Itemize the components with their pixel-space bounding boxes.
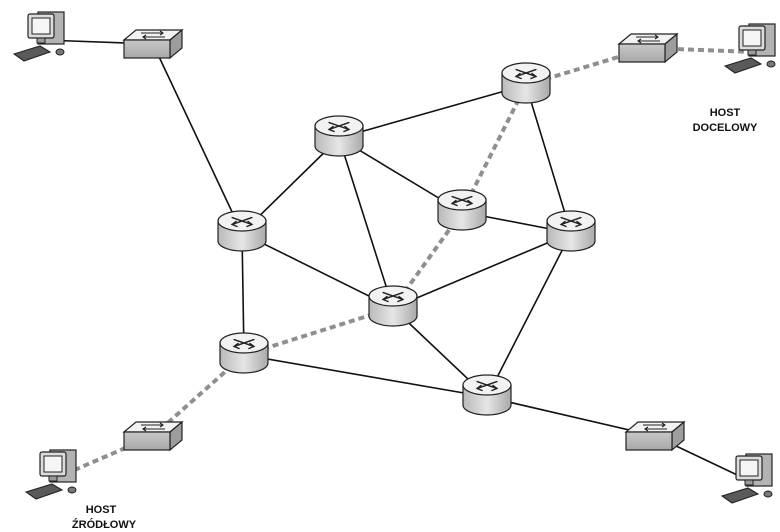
links-layer: [43, 39, 756, 483]
path-link-sw-top-right-to-pc-top-right: [647, 46, 756, 54]
link-r-top-right-to-r-right: [525, 84, 572, 234]
router-icon-r-left-lower: [219, 332, 269, 374]
router-icon-r-bottom: [462, 374, 512, 416]
link-r-center-to-r-right: [392, 232, 572, 309]
computer-icon-pc-bottom-right: [720, 453, 773, 504]
router-icon-r-mid: [437, 189, 487, 231]
switch-icon-sw-bottom-right: [624, 420, 686, 452]
destination-host-label-line2: DOCELOWY: [693, 122, 758, 134]
switch-icon-sw-top-left: [122, 28, 184, 60]
destination-host-label-line1: HOST: [710, 107, 741, 119]
computer-icon-pc-top-left: [12, 11, 65, 62]
router-icon-r-center: [368, 285, 418, 327]
link-r-bottom-to-sw-bottom-right: [486, 396, 656, 437]
switch-icon-sw-top-right: [617, 32, 679, 64]
source-host-label-line1: HOST: [86, 504, 117, 516]
router-icon-r-top-right: [501, 62, 551, 104]
path-link-r-left-lower-to-r-center: [243, 306, 394, 357]
devices-layer: [12, 11, 776, 504]
source-host-label-line2: ŹRÓDŁOWY: [72, 518, 137, 531]
switch-icon-sw-bottom-left: [122, 420, 184, 452]
link-r-right-to-r-bottom: [486, 232, 572, 398]
link-r-top-center-to-r-center: [338, 137, 394, 309]
router-icon-r-right: [546, 210, 596, 252]
router-icon-r-top-center: [314, 115, 364, 157]
link-sw-top-left-to-r-left-upper: [152, 43, 243, 234]
computer-icon-pc-bottom-left: [24, 449, 77, 500]
link-r-top-center-to-r-top-right: [338, 84, 527, 139]
path-link-pc-bottom-left-to-sw-bottom-left: [55, 434, 154, 480]
link-r-left-lower-to-r-bottom: [243, 354, 488, 398]
computer-icon-pc-top-right: [723, 23, 776, 74]
router-icon-r-left-upper: [217, 210, 267, 252]
link-r-left-upper-to-r-center: [241, 232, 394, 309]
